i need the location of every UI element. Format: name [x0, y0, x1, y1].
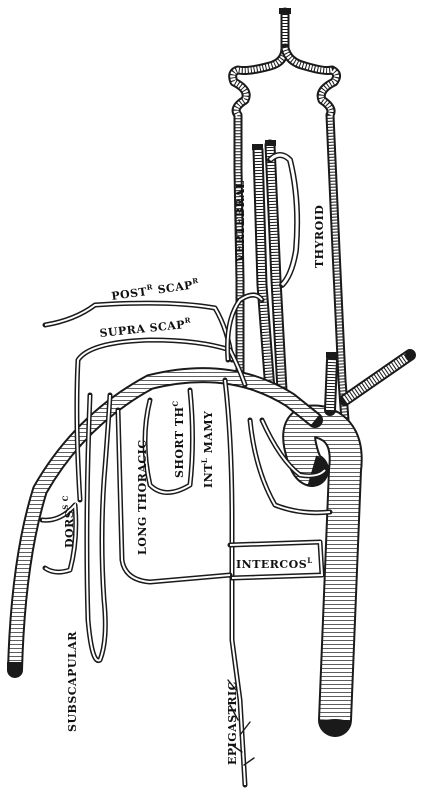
label-supra-scap: SUPRA SCAPR: [99, 315, 192, 340]
label-thyroid: THYROID: [313, 205, 326, 268]
label-short-thc: SHORT THC: [171, 400, 186, 478]
label-long-thoracic: LONG THORACIC: [136, 439, 149, 555]
label-intercos: INTERCOSL: [236, 556, 313, 571]
label-subscapular: SUBSCAPULAR: [66, 631, 79, 732]
label-vertebral: VERTEBRAL: [234, 180, 247, 263]
label-intl-mamy: INTL MAMY: [200, 411, 215, 488]
subclavian-trunk: [7, 375, 315, 671]
label-epigastric: EPIGASTRIC: [226, 681, 239, 765]
vertebral-artery: [252, 140, 282, 390]
label-post-scap: POSTR SCAPR: [110, 276, 200, 303]
